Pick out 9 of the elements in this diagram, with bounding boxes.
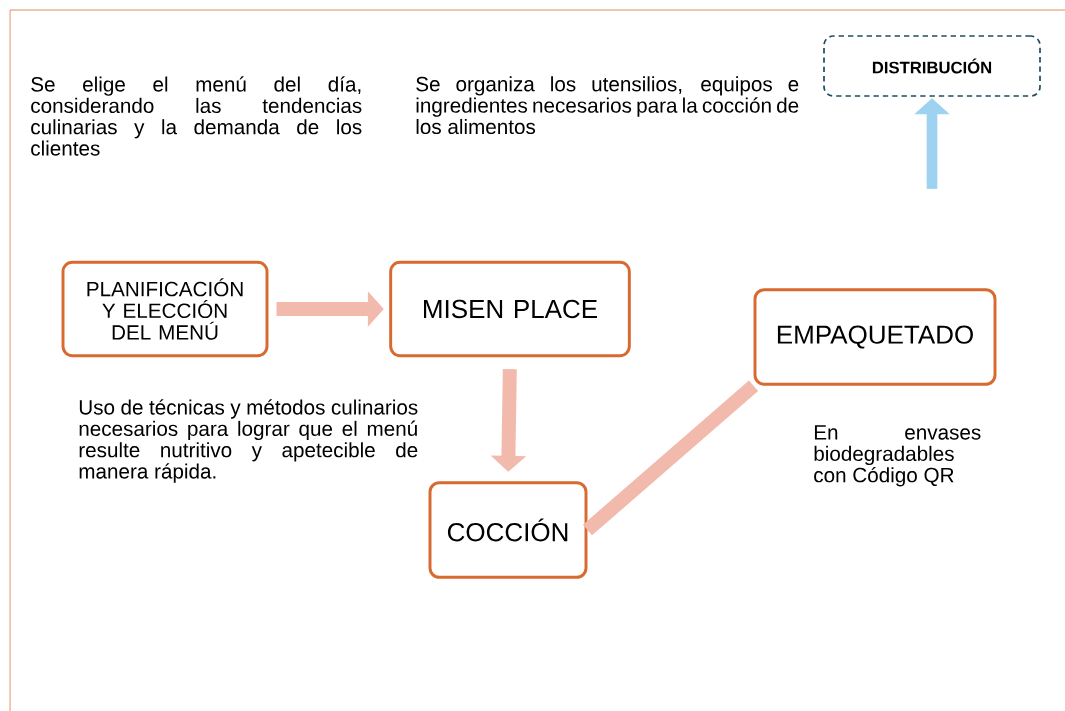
process-box: EMPAQUETADO [753,288,997,386]
description-text: Se elige el menú del día, considerando las tendencias culinarias y la demanda de los clientes [31,76,362,156]
description-text: Uso de técnicas y métodos culinarios necesarios para lograr que el menú resulte nutritivo y apetecible de manera rápida. [79,399,418,483]
process-box: MISEN PLACE [389,260,631,358]
process-box: PLANIFICACIÓN Y ELECCIÓN DEL MENÚ [61,260,269,358]
description-text: Se organiza los utensilios, equipos e ingredientes necesarios para la cocción de los alimentos [416,76,799,135]
description-text: En envases biodegradables con Código QR [814,425,981,487]
process-box: COCCIÓN [428,481,588,579]
dashed-box: DISTRIBUCIÓN [823,35,1041,97]
